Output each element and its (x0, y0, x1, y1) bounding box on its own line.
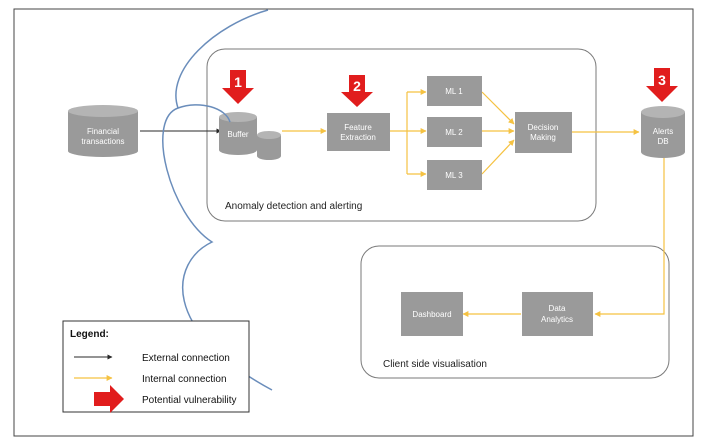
analytics-label-2: Analytics (541, 315, 573, 324)
ml2-label: ML 2 (445, 128, 463, 137)
vulnerability-marker-2: 2 (341, 75, 373, 107)
legend-title: Legend: (70, 329, 109, 340)
edge-ml3-decision (481, 139, 515, 175)
marker-3-label: 3 (658, 72, 666, 88)
analytics-label-1: Data (549, 304, 566, 313)
outer-frame (13, 8, 694, 437)
node-alerts-db: Alerts DB (641, 106, 685, 158)
dashboard-label: Dashboard (412, 310, 451, 319)
vulnerability-marker-1: 1 (222, 70, 254, 104)
feature-label-2: Extraction (340, 133, 376, 142)
node-ml3: ML 3 (427, 160, 482, 190)
group-anomaly-detection (206, 48, 597, 222)
edge-alerts-analytics (594, 157, 665, 317)
group-client-label: Client side visualisation (383, 359, 487, 370)
legend-vulnerability-arrow (94, 385, 124, 413)
ml3-label: ML 3 (445, 171, 463, 180)
marker-1-label: 1 (234, 74, 242, 90)
legend: Legend: External connection Internal con… (62, 320, 250, 413)
edge-ml1-decision (481, 91, 515, 125)
node-ml2: ML 2 (427, 117, 482, 147)
decision-label-1: Decision (528, 123, 559, 132)
node-feature-extraction: Feature Extraction (327, 113, 390, 151)
group-client-visualisation (360, 245, 670, 379)
node-dashboard: Dashboard (401, 292, 463, 336)
vulnerability-marker-3: 3 (646, 68, 678, 102)
decision-label-2: Making (530, 133, 556, 142)
financial-label-2: transactions (81, 137, 124, 146)
node-buffer: Buffer (219, 112, 281, 160)
group-anomaly-label: Anomaly detection and alerting (225, 201, 362, 212)
ml1-label: ML 1 (445, 87, 463, 96)
feature-label-1: Feature (344, 123, 372, 132)
node-ml1: ML 1 (427, 76, 482, 106)
trust-boundary-curve (162, 9, 273, 391)
legend-external-label: External connection (142, 353, 230, 364)
trust-boundary-inner (177, 104, 231, 123)
node-data-analytics: Data Analytics (522, 292, 593, 336)
node-decision-making: Decision Making (515, 112, 572, 153)
internal-connections (282, 89, 665, 317)
alerts-label-2: DB (657, 137, 668, 146)
legend-vulnerability-label: Potential vulnerability (142, 395, 237, 406)
marker-2-label: 2 (353, 78, 361, 94)
legend-internal-label: Internal connection (142, 374, 227, 385)
node-financial-transactions: Financial transactions (68, 105, 138, 157)
financial-label-1: Financial (87, 127, 119, 136)
alerts-label-1: Alerts (653, 127, 673, 136)
buffer-label: Buffer (227, 130, 249, 139)
